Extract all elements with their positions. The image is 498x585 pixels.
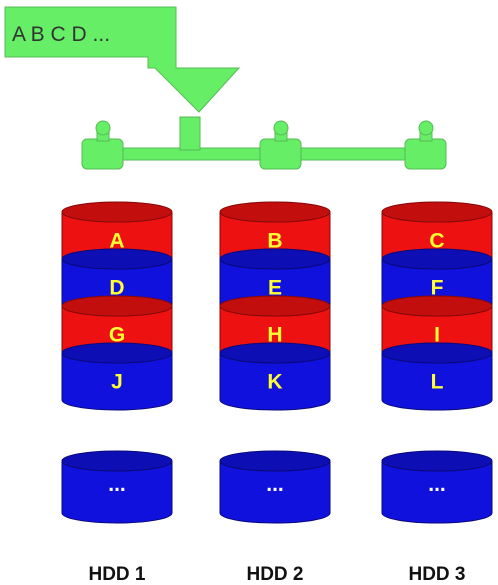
stripe-block-top xyxy=(61,295,173,317)
stripe-block-top xyxy=(219,248,331,270)
stripe-block-label: B xyxy=(267,230,282,253)
stripe-block-label: L xyxy=(431,371,444,394)
continuation-block-top xyxy=(61,450,173,472)
disk-2: B E H K... HDD 2 xyxy=(219,201,331,585)
input-arrow-shape xyxy=(4,6,241,113)
stripe-block-top xyxy=(61,248,173,270)
stripe-block-label: H xyxy=(267,324,282,347)
stripe-block-label: E xyxy=(268,277,282,300)
stripe-block: L xyxy=(381,342,493,411)
stripe-block-label: F xyxy=(431,277,444,300)
disk-name-label: HDD 2 xyxy=(246,564,303,585)
stripe-block-top xyxy=(219,342,331,364)
stripe-block-label: I xyxy=(434,324,440,347)
continuation-block: ... xyxy=(61,450,173,524)
disk-stacks: A D G J... HDD 1 B E H K... HDD 2 C F I L... HDD 3 xyxy=(61,201,493,585)
bus-input-connector xyxy=(179,116,201,151)
stripe-block-top xyxy=(61,342,173,364)
continuation-block: ... xyxy=(219,450,331,524)
input-sequence-label: A B C D ... xyxy=(12,23,110,46)
disk-name-label: HDD 3 xyxy=(408,564,465,585)
continuation-block: ... xyxy=(381,450,493,524)
distribution-bus xyxy=(81,116,447,170)
stripe-block-top xyxy=(381,248,493,270)
stripe-block-label: J xyxy=(111,371,123,394)
stripe-block-top xyxy=(61,201,173,223)
bus-node-2 xyxy=(259,138,302,170)
stripe-block-top xyxy=(381,295,493,317)
continuation-block-top xyxy=(381,450,493,472)
stripe-block-label: A xyxy=(109,230,124,253)
stripe-block-label: K xyxy=(267,371,282,394)
continuation-label: ... xyxy=(428,473,446,496)
stripe-block: J xyxy=(61,342,173,411)
stripe-block-label: D xyxy=(109,277,124,300)
bus-node-1-cap xyxy=(95,120,111,136)
bus-node-3-cap xyxy=(418,120,434,136)
stripe-block-top xyxy=(381,201,493,223)
continuation-block-top xyxy=(219,450,331,472)
bus-node-2-cap xyxy=(273,120,289,136)
bus-node-1 xyxy=(81,138,124,170)
bus-node-3 xyxy=(404,138,447,170)
disk-name-label: HDD 1 xyxy=(88,564,145,585)
continuation-label: ... xyxy=(108,473,126,496)
stripe-block-top xyxy=(381,342,493,364)
disk-3: C F I L... HDD 3 xyxy=(381,201,493,585)
stripe-block-top xyxy=(219,201,331,223)
stripe-block-top xyxy=(219,295,331,317)
stripe-block-label: C xyxy=(429,230,444,253)
stripe-block: K xyxy=(219,342,331,411)
input-stream-arrow: A B C D ... xyxy=(4,6,241,113)
continuation-label: ... xyxy=(266,473,284,496)
stripe-block-label: G xyxy=(109,324,125,347)
disk-1: A D G J... HDD 1 xyxy=(61,201,173,585)
